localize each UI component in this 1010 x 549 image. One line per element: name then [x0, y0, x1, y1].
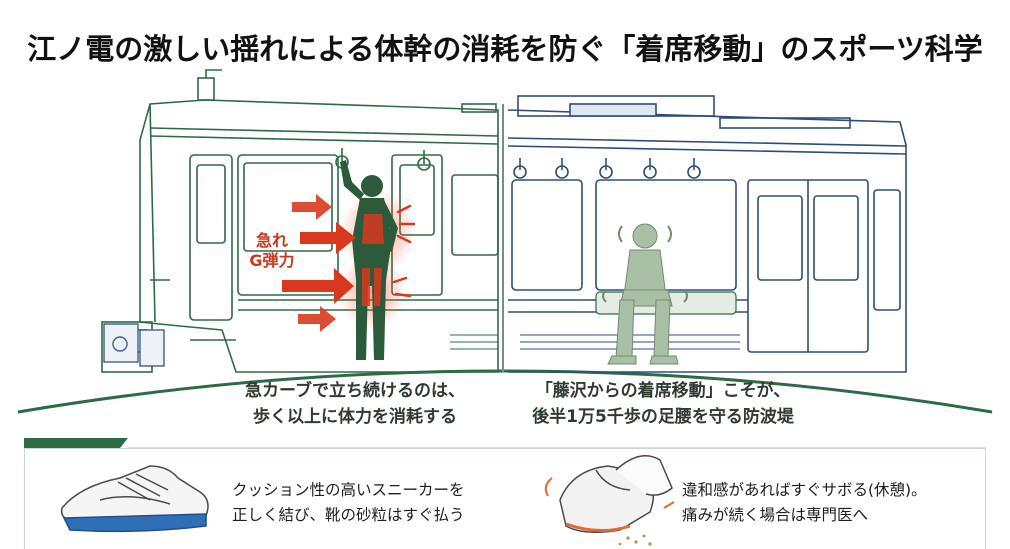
tip-shoes-line-1: クッション性の高いスニーカーを — [232, 481, 465, 499]
seated-caption-line-2: 後半1万5千歩の足腰を守る防波堤 — [532, 407, 794, 427]
motion-lines — [602, 225, 688, 303]
force-label-line-1: 急れ — [255, 231, 288, 250]
sneaker-icon — [60, 465, 209, 533]
standing-caption-line-2: 歩く以上に体力を消耗する — [253, 407, 457, 427]
strain-glow-lower — [338, 254, 406, 330]
standing-caption-line-1: 急カーブで立ち続けるのは、 — [245, 381, 465, 401]
seated-caption: 「藤沢からの着席移動」こそが、 後半1万5千歩の足腰を守る防波堤 — [498, 378, 828, 430]
force-label: 急れ G弾力 — [244, 231, 300, 271]
standing-caption: 急カーブで立ち続けるのは、 歩く以上に体力を消耗する — [190, 378, 520, 430]
muscle-strain-marks — [362, 214, 384, 306]
sand-particles — [618, 534, 652, 546]
train-car-left — [101, 69, 499, 373]
coupler — [103, 323, 165, 367]
tip-shoes: クッション性の高いスニーカーを 正しく結び、靴の砂粒はすぐ払う — [232, 478, 465, 528]
seated-caption-line-1: 「藤沢からの着席移動」こそが、 — [535, 381, 791, 401]
tip-rest-line-2: 痛みが続く場合は専門医へ — [682, 506, 869, 524]
train-car-right — [507, 95, 907, 373]
tip-shoes-line-2: 正しく結び、靴の砂粒はすぐ払う — [232, 506, 465, 524]
force-arrows — [282, 194, 356, 332]
page-title: 江ノ電の激しい揺れによる体幹の消耗を防ぐ「着席移動」のスポーツ科学 — [27, 32, 983, 66]
strain-sparks — [392, 204, 416, 298]
tips-panel — [24, 448, 986, 549]
tips-header-band — [24, 438, 110, 448]
shoe-sand-icon — [544, 455, 675, 533]
tip-rest: 違和感があればすぐサボる(休憩)。 痛みが続く場合は専門医へ — [682, 478, 927, 528]
force-label-line-2: G弾力 — [249, 251, 295, 270]
ground-arc — [17, 369, 993, 414]
tip-rest-line-1: 違和感があればすぐサボる(休憩)。 — [682, 481, 927, 499]
handles-left — [335, 148, 431, 171]
handles-right — [513, 158, 701, 179]
seated-person-figure — [607, 223, 679, 365]
